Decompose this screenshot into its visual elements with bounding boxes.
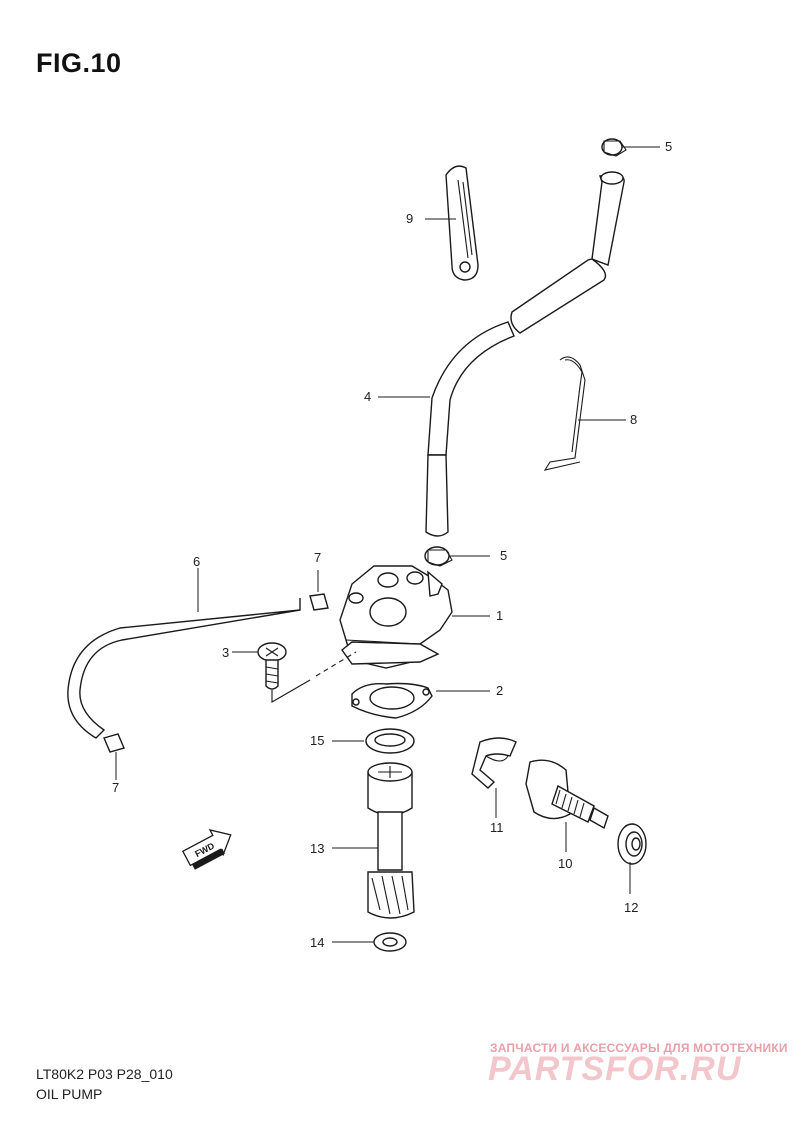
part-3-screw (232, 642, 357, 703)
watermark-tagline: ЗАПЧАСТИ И АКСЕССУАРЫ ДЛЯ МОТОТЕХНИКИ (490, 1041, 788, 1055)
part-6-tube (67, 568, 301, 739)
callout-number: 2 (496, 683, 503, 698)
callout-number: 5 (500, 548, 507, 563)
part-2-gasket (351, 682, 490, 719)
callout-number: 9 (406, 211, 413, 226)
part-4-hose (378, 171, 625, 537)
diagram-code: LT80K2 P03 P28_010 (36, 1066, 173, 1082)
figure-title: FIG.10 (36, 48, 122, 78)
part-7-fitting-bottom (103, 733, 125, 780)
callout-number: 8 (630, 412, 637, 427)
part-13-driven-shaft (332, 762, 415, 919)
callout-number: 7 (112, 780, 119, 795)
callout-number: 3 (222, 645, 229, 660)
fwd-arrow-icon: FWD (181, 829, 232, 870)
callout-number: 10 (558, 856, 572, 871)
callout-number: 14 (310, 935, 324, 950)
part-15-washer (332, 728, 415, 754)
part-1-oil-pump-body (339, 565, 490, 669)
callout-number: 4 (364, 389, 371, 404)
part-12-bearing (617, 823, 647, 894)
callout-number: 7 (314, 550, 321, 565)
part-5-clamp-middle (424, 546, 490, 567)
part-14-washer (332, 932, 407, 952)
part-7-fitting-top (309, 570, 329, 611)
part-5-clamp-top (601, 138, 660, 157)
part-8-wire-clip (543, 356, 626, 471)
callout-number: 5 (665, 139, 672, 154)
part-9-bracket (425, 165, 479, 281)
part-10-spring-shaft (525, 759, 609, 852)
part-11-clip (471, 737, 517, 818)
callout-number: 15 (310, 733, 324, 748)
diagram-caption: OIL PUMP (36, 1086, 103, 1102)
callout-number: 11 (490, 820, 504, 835)
callout-number: 1 (496, 608, 503, 623)
callout-number: 12 (624, 900, 638, 915)
callout-number: 6 (193, 554, 200, 569)
callout-number: 13 (310, 841, 324, 856)
watermark-logo: PARTSFOR.RU (488, 1050, 742, 1088)
